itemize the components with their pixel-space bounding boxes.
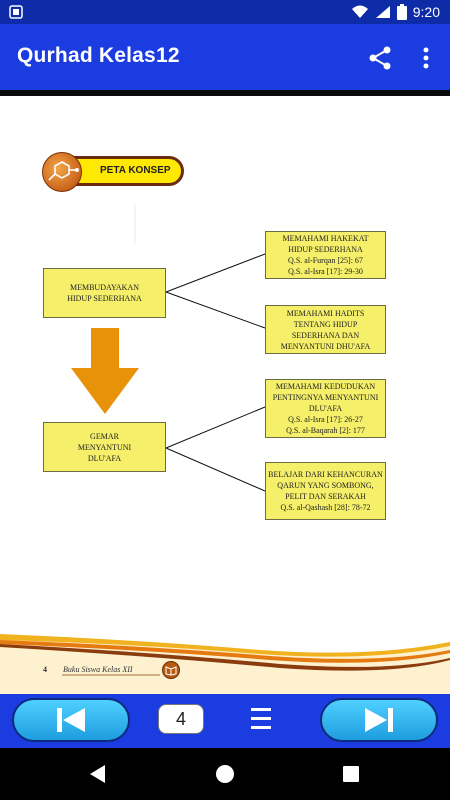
box-line: Q.S. al-Qashash [28]: 78-72 <box>280 503 371 512</box>
skip-previous-icon <box>57 708 85 732</box>
book-icon <box>162 661 180 679</box>
app-bar-divider <box>0 90 450 96</box>
next-page-button[interactable] <box>320 698 438 742</box>
battery-icon <box>396 4 407 20</box>
share-icon[interactable] <box>366 44 394 72</box>
concept-box-left-1: MEMBUDAYAKAN HIDUP SEDERHANA <box>43 268 166 318</box>
notification-icon <box>9 5 23 19</box>
box-line: QARUN YANG SOMBONG, <box>277 481 374 490</box>
box-line: Q.S. al-Baqarah [2]: 177 <box>286 426 365 435</box>
status-time: 9:20 <box>412 4 440 20</box>
box-line: MEMAHAMI KEDUDUKAN <box>275 382 376 391</box>
box-line: Q.S. al-Isra [17]: 26-27 <box>288 415 363 424</box>
previous-page-button[interactable] <box>12 698 130 742</box>
box-line: MEMBUDAYAKAN <box>69 283 140 292</box>
box-line: TENTANG HIDUP <box>293 319 358 329</box>
wifi-icon <box>351 5 368 18</box>
page-number: 4 <box>43 665 47 674</box>
signal-icon <box>375 6 390 18</box>
box-line: HIDUP SEDERHANA <box>67 294 142 303</box>
system-navigation-bar <box>0 748 450 800</box>
badge-emblem <box>42 152 82 192</box>
box-line: MENYANTUNI <box>77 442 132 452</box>
box-line: MEMAHAMI HADITS <box>286 308 365 318</box>
badge-pill <box>72 156 184 186</box>
box-line: SEDERHANA DAN <box>291 330 360 340</box>
concept-box-right-3: MEMAHAMI KEDUDUKAN PENTINGNYA MENYANTUNI… <box>265 379 386 438</box>
box-line: PENTINGNYA MENYANTUNI <box>272 393 379 402</box>
peta-konsep-badge: PETA KONSEP <box>42 152 184 192</box>
book-page[interactable]: PETA KONSEP MEMBUDAYAKAN HIDUP SEDERHANA… <box>0 96 450 694</box>
box-line: Q.S. al-Furqan [25]: 67 <box>288 256 363 265</box>
app-bar: Qurhad Kelas12 <box>0 24 450 90</box>
box-line: MENYANTUNI DHU'AFA <box>280 341 371 351</box>
home-icon[interactable] <box>216 765 234 783</box>
box-line: GEMAR <box>90 431 119 441</box>
box-line: DLU'AFA <box>87 453 122 463</box>
concept-box-right-4: BELAJAR DARI KEHANCURAN QARUN YANG SOMBO… <box>265 462 386 520</box>
status-bar: 9:20 <box>0 0 450 24</box>
down-arrow-icon <box>71 328 139 414</box>
concept-box-right-2: MEMAHAMI HADITS TENTANG HIDUP SEDERHANA … <box>265 305 386 354</box>
app-title: Qurhad Kelas12 <box>17 44 180 67</box>
back-icon[interactable] <box>90 765 106 783</box>
concept-box-right-1: MEMAHAMI HAKEKAT HIDUP SEDERHANA Q.S. al… <box>265 231 386 279</box>
badge-label: PETA KONSEP <box>100 165 171 176</box>
box-line: DLU'AFA <box>308 404 343 413</box>
book-title: Buku Siswa Kelas XII <box>63 665 133 674</box>
box-line: Q.S. al-Isra [17]: 29-30 <box>288 267 363 276</box>
molecule-icon <box>48 161 79 181</box>
box-line: PELIT DAN SERAKAH <box>285 492 366 501</box>
footer-wave-decoration <box>0 634 450 694</box>
overflow-menu-icon[interactable] <box>416 44 436 72</box>
hamburger-menu-icon[interactable] <box>250 706 272 732</box>
connector-lines <box>134 204 266 492</box>
concept-box-left-2: GEMAR MENYANTUNI DLU'AFA <box>43 422 166 472</box>
skip-next-icon <box>365 708 393 732</box>
page-counter[interactable]: 4 <box>158 704 204 734</box>
box-line: MEMAHAMI HAKEKAT <box>282 234 369 243</box>
recent-apps-icon[interactable] <box>343 766 359 782</box>
box-line: BELAJAR DARI KEHANCURAN <box>268 470 383 479</box>
page-navigation-bar: 4 <box>0 694 450 748</box>
box-line: HIDUP SEDERHANA <box>288 245 363 254</box>
